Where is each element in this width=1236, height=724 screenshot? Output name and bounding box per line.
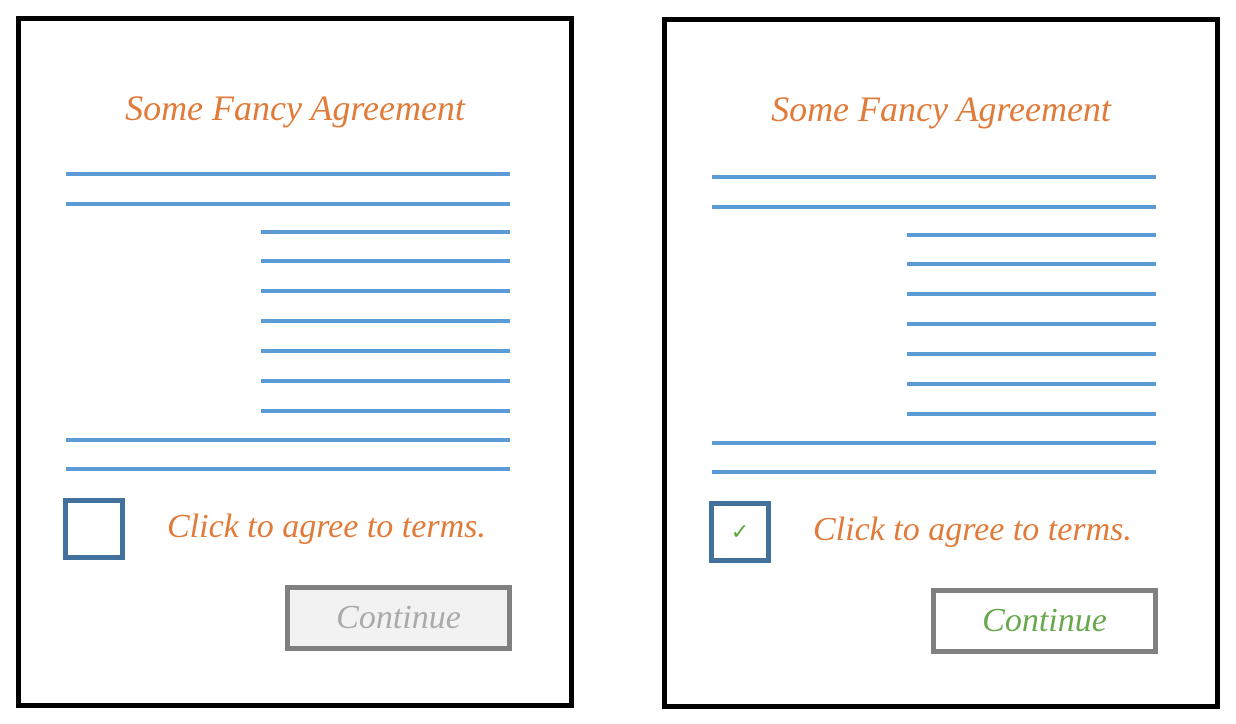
agree-checkbox[interactable] (63, 498, 125, 560)
text-line (261, 259, 510, 263)
text-line (66, 172, 510, 176)
text-line (261, 230, 510, 234)
text-line (261, 319, 510, 323)
text-line (66, 202, 510, 206)
text-line (66, 467, 510, 471)
text-line (907, 262, 1156, 266)
text-line (712, 470, 1156, 474)
checkmark-icon: ✓ (730, 519, 750, 545)
agree-label[interactable]: Click to agree to terms. (813, 511, 1132, 548)
text-line (907, 352, 1156, 356)
agreement-title: Some Fancy Agreement (771, 89, 1111, 129)
agreement-panel-checked: Some Fancy Agreement ✓ Click to agree to… (662, 17, 1220, 709)
text-line (907, 233, 1156, 237)
agree-label[interactable]: Click to agree to terms. (167, 508, 486, 545)
text-line (907, 322, 1156, 326)
text-line (261, 289, 510, 293)
text-line (712, 441, 1156, 445)
text-line (907, 412, 1156, 416)
text-line (66, 438, 510, 442)
text-line (907, 382, 1156, 386)
agree-checkbox-checked[interactable]: ✓ (709, 501, 771, 563)
text-line (261, 409, 510, 413)
continue-button-disabled[interactable]: Continue (285, 585, 512, 651)
agreement-title: Some Fancy Agreement (125, 88, 465, 128)
text-line (261, 349, 510, 353)
text-line (907, 292, 1156, 296)
text-line (712, 205, 1156, 209)
agreement-panel-unchecked: Some Fancy Agreement Click to agree to t… (16, 16, 574, 708)
continue-button-enabled[interactable]: Continue (931, 588, 1158, 654)
text-line (261, 379, 510, 383)
text-line (712, 175, 1156, 179)
